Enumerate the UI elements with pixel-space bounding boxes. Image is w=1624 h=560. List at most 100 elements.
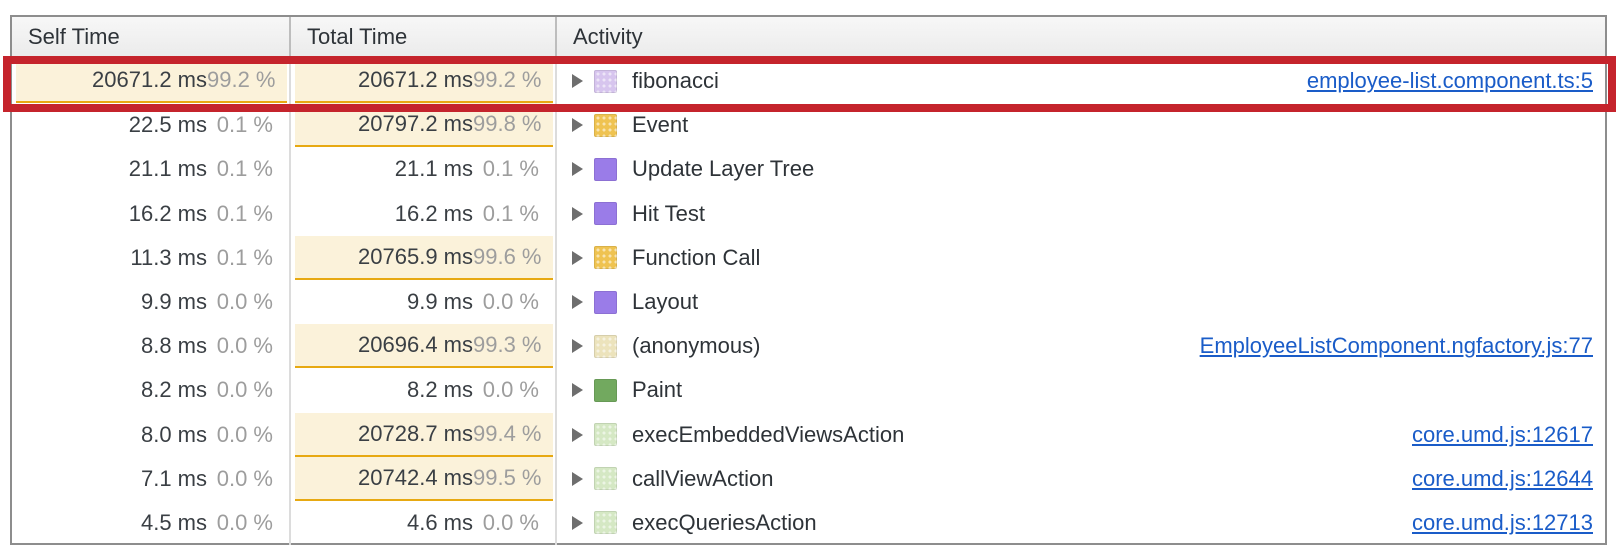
- total-time-percent: 0.0 %: [482, 509, 539, 535]
- activity-cell: Layout: [557, 280, 1605, 324]
- total-time-value: 20728.7 ms: [358, 420, 473, 446]
- expand-disclosure-triangle-icon[interactable]: [572, 471, 583, 486]
- self-time-value: 7.1 ms: [140, 465, 207, 491]
- total-time-value: 16.2 ms: [394, 200, 473, 226]
- self-time-value: 9.9 ms: [140, 289, 207, 315]
- expand-disclosure-triangle-icon[interactable]: [572, 118, 583, 133]
- source-location-link[interactable]: core.umd.js:12644: [1412, 465, 1593, 491]
- expand-disclosure-triangle-icon[interactable]: [572, 74, 583, 89]
- self-time-value: 16.2 ms: [128, 200, 207, 226]
- rendering-category-icon: [594, 290, 617, 314]
- source-location-link[interactable]: EmployeeListComponent.ngfactory.js:77: [1199, 333, 1593, 359]
- self-time-cell-bg: 8.0 ms 0.0 %: [16, 413, 287, 457]
- activity-label: Layout: [632, 289, 699, 315]
- activity-label: execQueriesAction: [632, 509, 817, 535]
- self-time-value: 11.3 ms: [130, 244, 207, 270]
- self-time-cell: 11.3 ms 0.1 %: [12, 235, 291, 280]
- expand-disclosure-triangle-icon[interactable]: [572, 295, 583, 310]
- expand-disclosure-triangle-icon[interactable]: [572, 339, 583, 354]
- expand-disclosure-triangle-icon[interactable]: [572, 515, 583, 530]
- scripting-category-icon: [594, 113, 617, 137]
- js-frame-icon: [594, 69, 617, 93]
- activity-label: Event: [632, 112, 689, 138]
- total-time-value: 20765.9 ms: [358, 243, 473, 269]
- total-time-percent: 99.8 %: [473, 111, 542, 137]
- self-time-percent: 0.1 %: [216, 244, 273, 270]
- self-time-cell-bg: 7.1 ms 0.0 %: [16, 457, 287, 501]
- activity-cell: Paint: [557, 368, 1605, 412]
- self-time-percent: 0.1 %: [216, 112, 273, 138]
- total-time-value: 9.9 ms: [406, 289, 473, 315]
- total-time-percent: 0.0 %: [482, 377, 539, 403]
- activity-cell: Hit Test: [557, 192, 1605, 236]
- expand-disclosure-triangle-icon[interactable]: [572, 162, 583, 177]
- self-time-percent: 0.0 %: [216, 465, 273, 491]
- source-location-link[interactable]: core.umd.js:12617: [1412, 421, 1593, 447]
- expand-disclosure-triangle-icon[interactable]: [572, 383, 583, 398]
- activity-label: Paint: [632, 377, 683, 403]
- column-header-self-time[interactable]: Self Time: [12, 17, 291, 57]
- activity-label: execEmbeddedViewsAction: [632, 421, 905, 447]
- total-time-percent: 99.6 %: [473, 243, 542, 269]
- column-header-activity[interactable]: Activity: [573, 24, 643, 49]
- js-frame-icon: [594, 511, 617, 535]
- scripting-category-icon: [594, 246, 617, 270]
- self-time-percent: 99.2 %: [207, 67, 276, 93]
- self-time-percent: 0.0 %: [216, 421, 273, 447]
- activity-label: Hit Test: [632, 200, 705, 226]
- self-time-cell: 8.0 ms 0.0 %: [12, 412, 291, 457]
- self-time-percent: 0.1 %: [216, 156, 273, 182]
- total-time-value: 20671.2 ms: [358, 67, 473, 93]
- js-frame-icon: [594, 423, 617, 447]
- grid-header-row: Self Time Total Time Activity: [12, 17, 1605, 59]
- self-time-percent: 0.0 %: [216, 333, 273, 359]
- self-time-value: 8.0 ms: [140, 421, 207, 447]
- source-location-link[interactable]: employee-list.component.ts:5: [1306, 68, 1593, 94]
- source-location-link[interactable]: core.umd.js:12713: [1412, 509, 1593, 535]
- expand-disclosure-triangle-icon[interactable]: [572, 427, 583, 442]
- activity-cell: execEmbeddedViewsAction core.umd.js:12617: [557, 413, 1605, 457]
- js-frame-icon: [594, 467, 617, 491]
- activity-cell: Function Call: [557, 236, 1605, 280]
- js-frame-icon: [594, 334, 617, 358]
- activity-cell: Update Layer Tree: [557, 147, 1605, 191]
- expand-disclosure-triangle-icon[interactable]: [572, 206, 583, 221]
- column-header-total-time[interactable]: Total Time: [291, 17, 557, 57]
- expand-disclosure-triangle-icon[interactable]: [572, 250, 583, 265]
- bottom-up-data-grid: Self Time Total Time Activity 20671.2 ms…: [10, 15, 1607, 546]
